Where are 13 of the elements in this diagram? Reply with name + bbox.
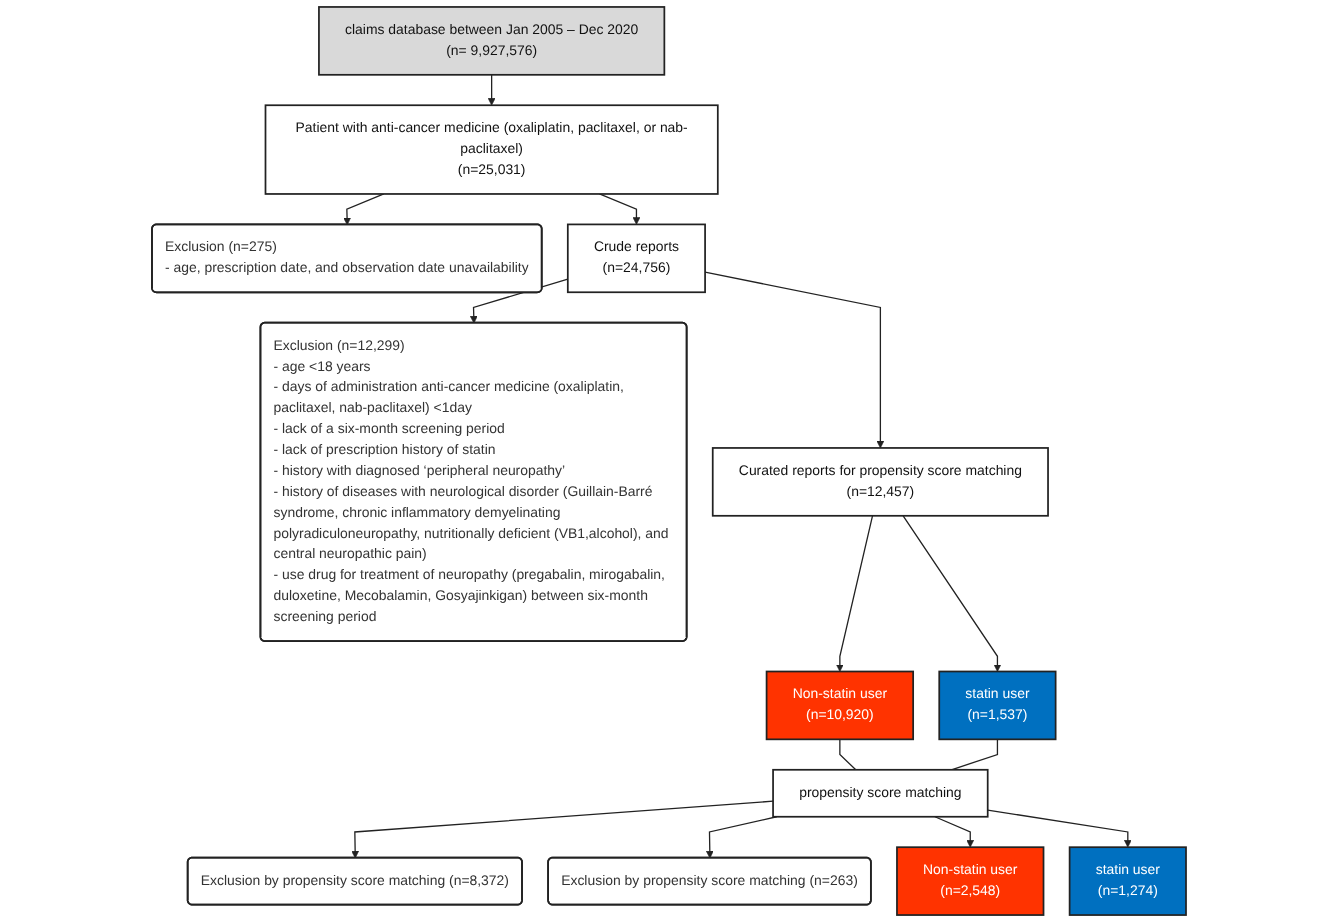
arrow [706, 816, 778, 859]
connector [839, 738, 857, 771]
arrow [987, 809, 1132, 848]
arrow [704, 271, 885, 449]
arrow [351, 800, 774, 859]
arrow [836, 515, 874, 672]
arrow [902, 515, 1002, 672]
arrow [487, 74, 496, 106]
arrow [598, 193, 641, 225]
arrow [469, 278, 569, 324]
connector [950, 738, 999, 771]
arrow [934, 816, 975, 848]
arrow [343, 193, 385, 226]
